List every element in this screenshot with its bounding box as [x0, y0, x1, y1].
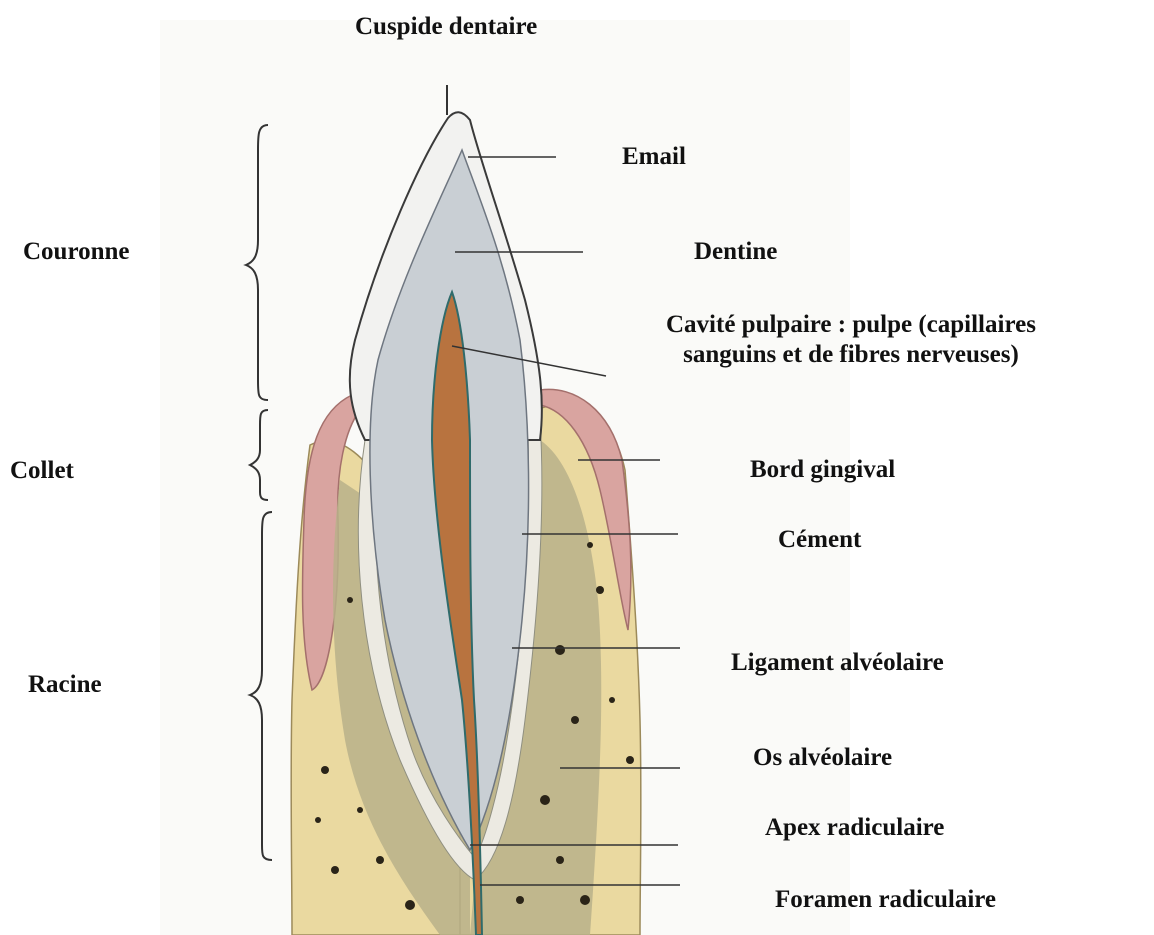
label-couronne: Couronne	[23, 237, 130, 267]
label-cavite-line1: Cavité pulpaire : pulpe (capillaires	[666, 310, 1036, 340]
label-collet: Collet	[10, 456, 74, 486]
label-os-alveolaire: Os alvéolaire	[753, 743, 892, 773]
label-ligament: Ligament alvéolaire	[731, 648, 944, 678]
label-cavite-line2: sanguins et de fibres nerveuses)	[666, 340, 1036, 370]
label-cement: Cément	[778, 525, 861, 555]
label-racine: Racine	[28, 670, 102, 700]
label-foramen: Foramen radiculaire	[775, 885, 996, 915]
label-dentine: Dentine	[694, 237, 777, 267]
label-apex: Apex radiculaire	[765, 813, 944, 843]
label-cavite-pulpaire: Cavité pulpaire : pulpe (capillaires san…	[666, 310, 1036, 370]
title-cuspide: Cuspide dentaire	[355, 12, 537, 42]
label-email: Email	[622, 142, 686, 172]
label-bord-gingival: Bord gingival	[750, 455, 895, 485]
